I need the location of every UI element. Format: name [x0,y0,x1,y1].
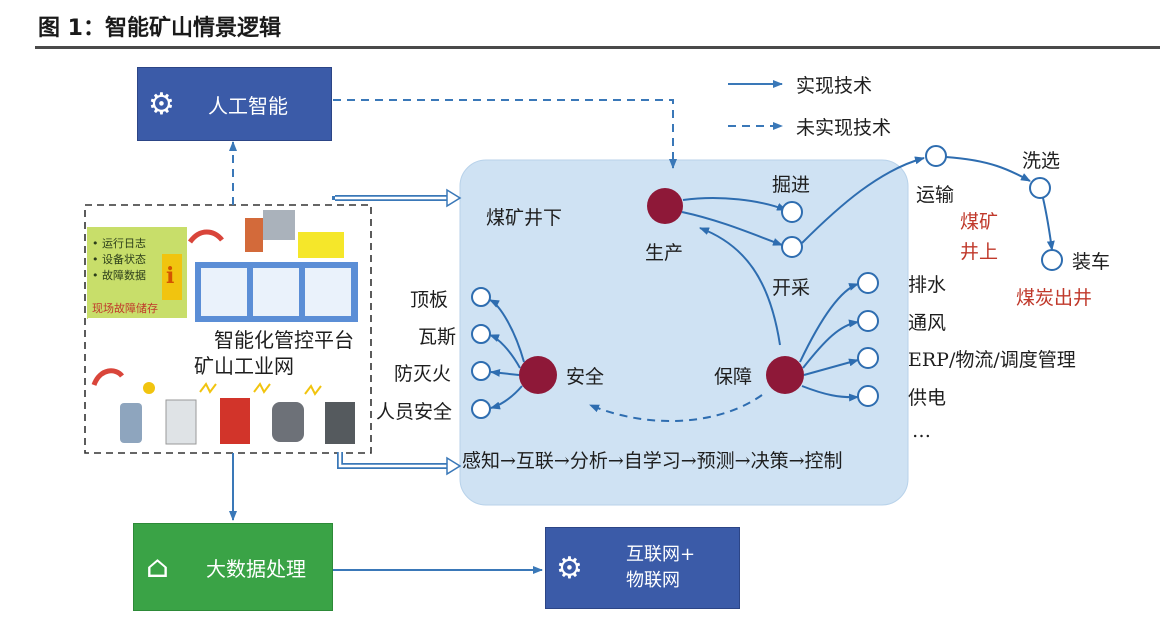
roof-node [471,287,491,307]
production-label: 生产 [645,242,684,264]
figure-title: 图 1：智能矿山情景逻辑 [38,16,281,41]
arrow-mining-to-transport [801,156,925,244]
support-branches [799,283,859,402]
platform-label: 智能化管控平台 [214,328,354,352]
ventilation-node [857,310,879,332]
support-item-power: 供电 [908,387,947,409]
bigdata-box: ⌂ 大数据处理 [133,523,333,611]
underground-title: 煤矿井下 [486,207,563,229]
iot-label-line2: 物联网 [626,570,680,591]
note-item: • 运行日志 [92,237,146,250]
support-item-erp: ERP/物流/调度管理 [908,349,1076,371]
safety-item-gas: 瓦斯 [418,326,457,348]
transport-label: 运输 [916,184,955,206]
mining-label: 开采 [772,277,811,299]
loading-node [1041,249,1063,271]
mining-node [781,236,803,258]
legend-unrealized: 未实现技术 [796,117,892,139]
support-node [766,356,804,394]
bigdata-label: 大数据处理 [206,556,306,581]
gas-node [471,324,491,344]
platform-illustration: i [87,210,358,445]
fire-node [471,361,491,381]
home-icon: ⌂ [146,549,169,585]
iot-box: ⚙ 互联网+ 物联网 [545,527,740,609]
platform-dashed-box [84,204,372,454]
gear-icon: ⚙ [148,86,175,122]
safety-node [519,356,557,394]
network-label: 矿山工业网 [194,354,294,378]
note-item: • 设备状态 [92,253,146,266]
note-list: • 运行日志 • 设备状态 • 故障数据 [92,236,146,284]
power-node [857,385,879,407]
dashed-ai-to-production [333,99,677,169]
ai-label: 人工智能 [208,93,288,118]
title-rule [35,46,1160,49]
support-item-ventilation: 通风 [908,312,947,334]
tunneling-label: 掘进 [772,174,811,196]
tunneling-node [781,201,803,223]
transport-node [925,145,947,167]
drainage-node [857,272,879,294]
note-item: • 故障数据 [92,269,146,282]
legend-realized: 实现技术 [796,75,873,97]
gear-icon: ⚙ [556,550,583,586]
safety-item-personnel: 人员安全 [376,401,453,423]
process-chain: 感知→互联→分析→自学习→预测→决策→控制 [462,450,843,472]
erp-node [857,347,879,369]
note-footer: 现场故障储存 [92,302,158,315]
safety-item-fire: 防灭火 [394,363,452,385]
above-ground-label-line1: 煤矿 [960,211,999,233]
hollow-arrow-bottom [337,452,450,469]
above-ground-label-line2: 井上 [960,241,999,263]
production-node [647,188,683,224]
ai-box: ⚙ 人工智能 [137,67,332,141]
personnel-node [471,399,491,419]
iot-label-line1: 互联网+ [626,544,696,565]
loading-label: 装车 [1072,251,1111,273]
washing-label: 洗选 [1022,150,1061,172]
dashed-support-to-safety [589,394,763,423]
svg-text:i: i [166,263,174,289]
support-item-drainage: 排水 [908,274,947,296]
safety-item-roof: 顶板 [410,289,449,311]
safety-branches [489,299,525,410]
washing-node [1029,177,1051,199]
support-label: 保障 [714,366,753,388]
support-item-more: … [912,420,931,442]
safety-label: 安全 [566,366,605,388]
coal-output-label: 煤炭出井 [1016,287,1093,309]
